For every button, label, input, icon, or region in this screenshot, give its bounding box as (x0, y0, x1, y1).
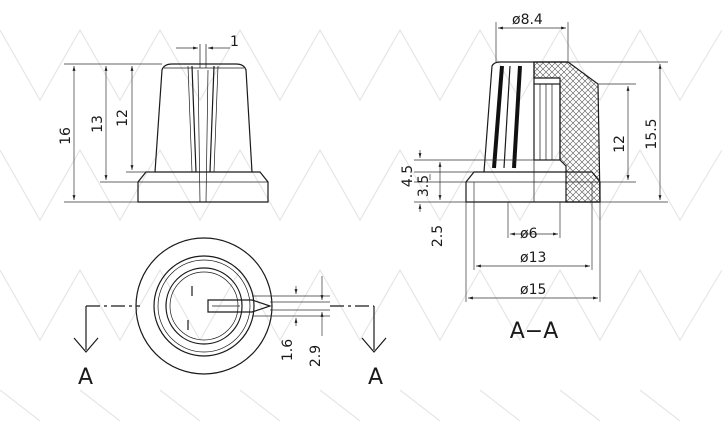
section-dim-15-5: 15.5 (644, 118, 660, 149)
front-view (137, 44, 269, 203)
watermark-pattern (0, 28, 722, 421)
front-dim-16: 16 (58, 127, 74, 145)
section-hatch (533, 61, 601, 203)
section-view (414, 22, 668, 302)
section-label: A−A (510, 319, 559, 344)
section-dim-4-5: 4.5 (400, 165, 416, 187)
section-mark-right: A (368, 365, 383, 390)
top-dim-2-9: 2.9 (308, 345, 324, 367)
section-dim-12: 12 (612, 135, 628, 153)
section-dim-skirt: ø13 (520, 250, 546, 266)
section-dim-3-5: 3.5 (416, 175, 432, 197)
top-outer-circle (135, 237, 273, 375)
section-dim-base: ø15 (520, 282, 546, 298)
front-base (137, 171, 269, 203)
front-cap (154, 63, 253, 173)
section-mark-left: A (78, 365, 93, 390)
front-dim-13: 13 (90, 115, 106, 133)
front-dim-slot-width: 1 (230, 34, 239, 50)
section-dim-top-diameter: ø8.4 (512, 12, 543, 28)
top-pointer (207, 299, 272, 313)
front-height-dims (64, 63, 162, 203)
top-dim-1-6: 1.6 (280, 339, 296, 361)
top-view (73, 237, 387, 375)
section-dim-bore: ø6 (520, 226, 538, 242)
front-dim-12: 12 (115, 109, 131, 127)
section-dim-2-5: 2.5 (430, 225, 446, 247)
